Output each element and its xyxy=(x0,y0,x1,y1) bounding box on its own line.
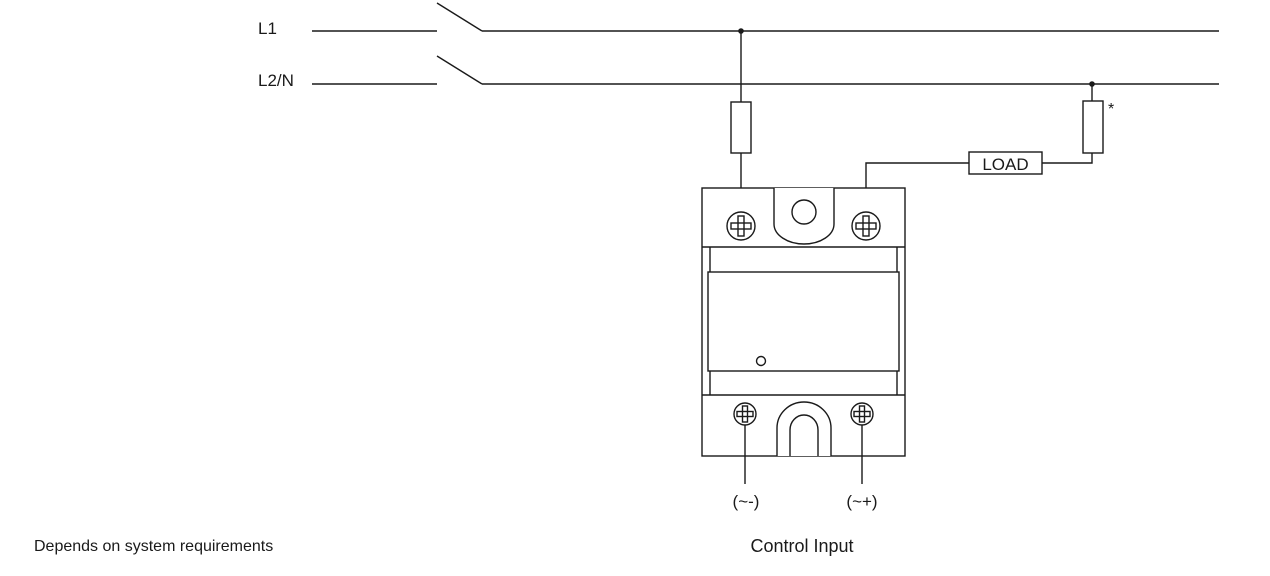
l2n-switch xyxy=(436,55,483,85)
control-terminal-negative-screw xyxy=(733,402,757,426)
l2n-line xyxy=(312,55,1219,85)
footnote: Depends on system requirements xyxy=(34,538,274,555)
load-label: LOAD xyxy=(982,155,1028,174)
control-terminal-positive-label: (~+) xyxy=(846,492,877,511)
control-terminal-positive-screw xyxy=(850,402,874,426)
l1-label: L1 xyxy=(258,19,277,38)
l1-switch xyxy=(436,2,483,32)
l1-line xyxy=(312,2,1219,32)
control-input-label: Control Input xyxy=(750,536,853,556)
mounting-hole xyxy=(791,199,817,225)
relay-module xyxy=(701,187,906,457)
fuse-right xyxy=(1082,100,1104,154)
l2n-label: L2/N xyxy=(258,71,294,90)
status-led xyxy=(755,355,767,367)
fuse-note-marker: * xyxy=(1108,101,1114,118)
fuse-left xyxy=(730,101,752,154)
relay-label-window xyxy=(707,271,900,372)
control-terminal-negative-label: (~-) xyxy=(733,492,760,511)
load-terminal-left-screw xyxy=(726,211,756,241)
bottom-mounting-slot xyxy=(776,401,832,456)
load-terminal-right-screw xyxy=(851,211,881,241)
